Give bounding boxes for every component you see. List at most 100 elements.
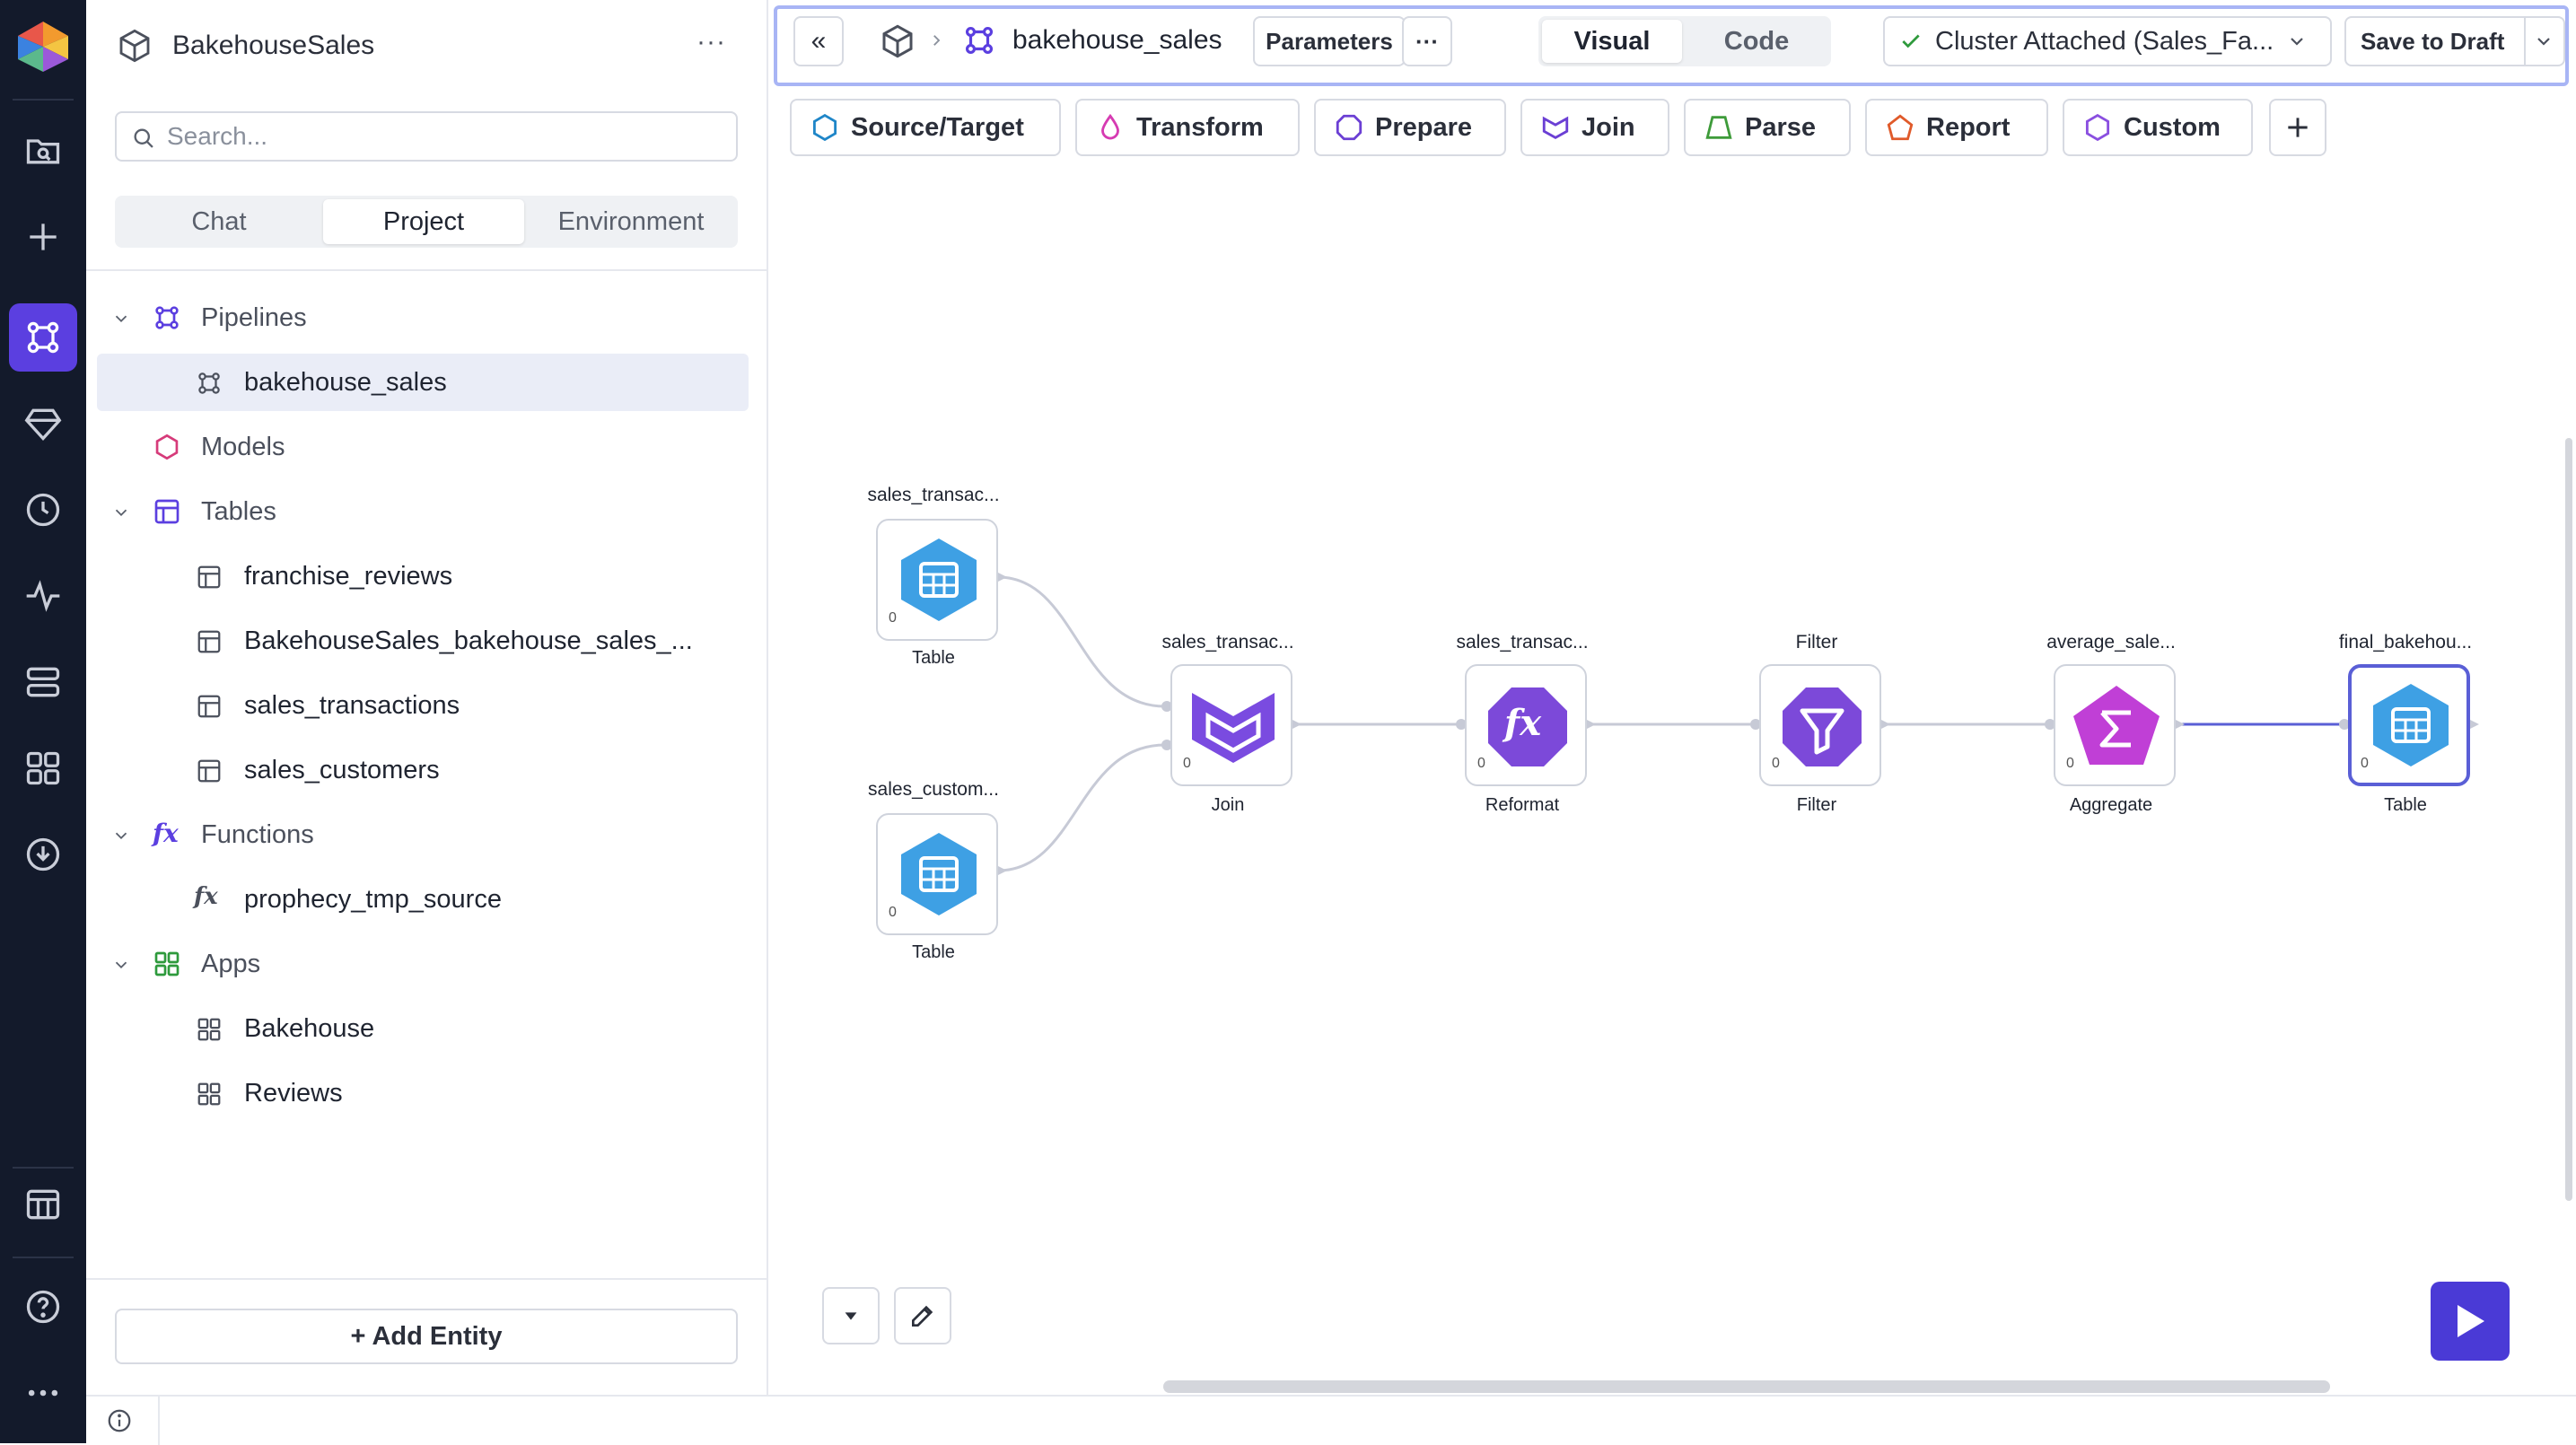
chevron-down-icon [115, 509, 127, 517]
hexagon-icon [155, 434, 179, 460]
port-count: 0 [2361, 756, 2369, 771]
node-title: sales_transac... [1161, 632, 1294, 652]
reformat-gem-icon [1488, 687, 1567, 766]
caret-down-icon [845, 1312, 857, 1320]
tree-item-label: sales_transactions [244, 691, 460, 720]
node-type-label: Join [1211, 795, 1245, 815]
tab-code[interactable]: Code [1723, 26, 1790, 56]
vertical-scrollbar[interactable] [2565, 438, 2572, 1201]
header-more-button[interactable]: ··· [1402, 16, 1452, 66]
gem-node-source-table[interactable]: 0 [876, 519, 998, 641]
prophecy-logo[interactable] [13, 20, 74, 74]
tab-visual[interactable]: Visual [1542, 20, 1682, 63]
divider [86, 1278, 767, 1280]
tab-environment[interactable]: Environment [557, 206, 705, 236]
parameters-button[interactable]: Parameters [1253, 16, 1406, 66]
rail-add-button[interactable] [9, 203, 77, 271]
gem-node-join[interactable]: 0 [1170, 664, 1292, 786]
rail-marketplace-button[interactable] [9, 1170, 77, 1239]
tree-item-bakehouse-sales[interactable]: bakehouse_sales [97, 354, 749, 411]
rail-deploy-button[interactable] [9, 820, 77, 889]
diamond-icon [24, 408, 62, 441]
trapezoid-icon [1705, 116, 1732, 139]
tree-category-pipelines[interactable]: Pipelines [97, 289, 749, 346]
tree-item-label: Bakehouse [244, 1014, 375, 1043]
info-icon[interactable] [106, 1407, 133, 1434]
canvas-edit-button[interactable] [894, 1287, 951, 1344]
tree-item-bakehousesales-table[interactable]: BakehouseSales_bakehouse_sales_... [97, 612, 749, 670]
rail-help-button[interactable] [9, 1273, 77, 1341]
help-icon [26, 1290, 60, 1324]
chevron-down-icon [115, 315, 127, 323]
chevron-down-icon[interactable] [2533, 31, 2554, 52]
port-count: 0 [1183, 756, 1191, 771]
canvas-menu-dropdown[interactable] [822, 1287, 880, 1344]
rail-apps-button[interactable] [9, 734, 77, 802]
rail-models-button[interactable] [9, 390, 77, 458]
tree-category-functions[interactable]: fx Functions [97, 806, 749, 863]
tree-item-reviews-app[interactable]: Reviews [97, 1064, 749, 1122]
table-icon [197, 759, 221, 783]
run-pipeline-button[interactable] [2431, 1282, 2510, 1361]
gem-node-source-table[interactable]: 0 [876, 813, 998, 935]
hexagon-icon [2085, 113, 2110, 142]
table-gem-icon [2373, 684, 2449, 766]
tab-project[interactable]: Project [323, 199, 524, 244]
tree-category-apps[interactable]: Apps [97, 935, 749, 993]
table-icon [197, 695, 221, 718]
tree-item-prophecy-tmp-source[interactable]: fx prophecy_tmp_source [97, 871, 749, 928]
rail-monitoring-button[interactable] [9, 562, 77, 630]
horizontal-scrollbar[interactable] [1163, 1380, 2330, 1393]
search-icon [134, 128, 153, 148]
search-input[interactable]: Search... [115, 111, 738, 162]
add-entity-button[interactable]: + Add Entity [115, 1309, 738, 1364]
aggregate-gem-icon [2073, 686, 2160, 765]
gem-join-button[interactable]: Join [1520, 99, 1669, 156]
rail-history-button[interactable] [9, 476, 77, 544]
gem-node-aggregate[interactable]: 0 [2054, 664, 2176, 786]
project-cube-icon[interactable] [880, 23, 916, 59]
node-type-label: Table [912, 648, 955, 668]
edge-src1-join [997, 575, 1166, 708]
gem-node-reformat[interactable]: fx 0 [1465, 664, 1587, 786]
gem-parse-button[interactable]: Parse [1684, 99, 1851, 156]
tree-item-franchise-reviews[interactable]: franchise_reviews [97, 547, 749, 605]
tab-chat[interactable]: Chat [191, 206, 247, 236]
rail-environments-button[interactable] [9, 648, 77, 716]
rail-more-button[interactable] [9, 1359, 77, 1427]
gem-label: Prepare [1375, 112, 1473, 142]
tree-category-tables[interactable]: Tables [97, 483, 749, 540]
node-type-label: Table [2384, 795, 2427, 815]
tree-item-label: sales_customers [244, 756, 440, 784]
add-gem-button[interactable] [2269, 99, 2326, 156]
gem-prepare-button[interactable]: Prepare [1314, 99, 1506, 156]
table-gem-icon [901, 833, 977, 915]
hexagon-icon [812, 113, 837, 142]
node-title: Filter [1795, 632, 1838, 652]
gem-source-target-button[interactable]: Source/Target [790, 99, 1061, 156]
plus-icon [2288, 118, 2308, 137]
cluster-label: Cluster Attached (Sales_Fa... [1935, 26, 2274, 56]
divider [2524, 18, 2526, 65]
tree-item-label: prophecy_tmp_source [244, 885, 502, 914]
breadcrumb-pipeline-name[interactable]: bakehouse_sales [1012, 25, 1222, 55]
rail-pipelines-button[interactable] [9, 303, 77, 372]
rail-files-button[interactable] [9, 117, 77, 185]
gem-node-target-table[interactable]: 0 [2348, 664, 2470, 786]
cluster-select[interactable]: Cluster Attached (Sales_Fa... [1883, 16, 2332, 66]
gem-node-filter[interactable]: 0 [1759, 664, 1881, 786]
node-type-label: Table [912, 942, 955, 962]
pipeline-icon [155, 306, 179, 329]
tree-item-sales-transactions[interactable]: sales_transactions [97, 677, 749, 734]
gem-transform-button[interactable]: Transform [1075, 99, 1300, 156]
save-to-draft-button[interactable]: Save to Draft [2344, 16, 2565, 66]
tree-category-models[interactable]: Models [97, 418, 749, 476]
tree-item-bakehouse-app[interactable]: Bakehouse [97, 1000, 749, 1057]
project-more-button[interactable]: ··· [697, 27, 726, 57]
tree-item-sales-customers[interactable]: sales_customers [97, 741, 749, 799]
gem-custom-button[interactable]: Custom [2063, 99, 2253, 156]
collapse-sidebar-button[interactable]: « [793, 16, 844, 66]
gem-report-button[interactable]: Report [1865, 99, 2048, 156]
edit-icon [912, 1305, 933, 1327]
project-cube-icon [117, 27, 153, 65]
